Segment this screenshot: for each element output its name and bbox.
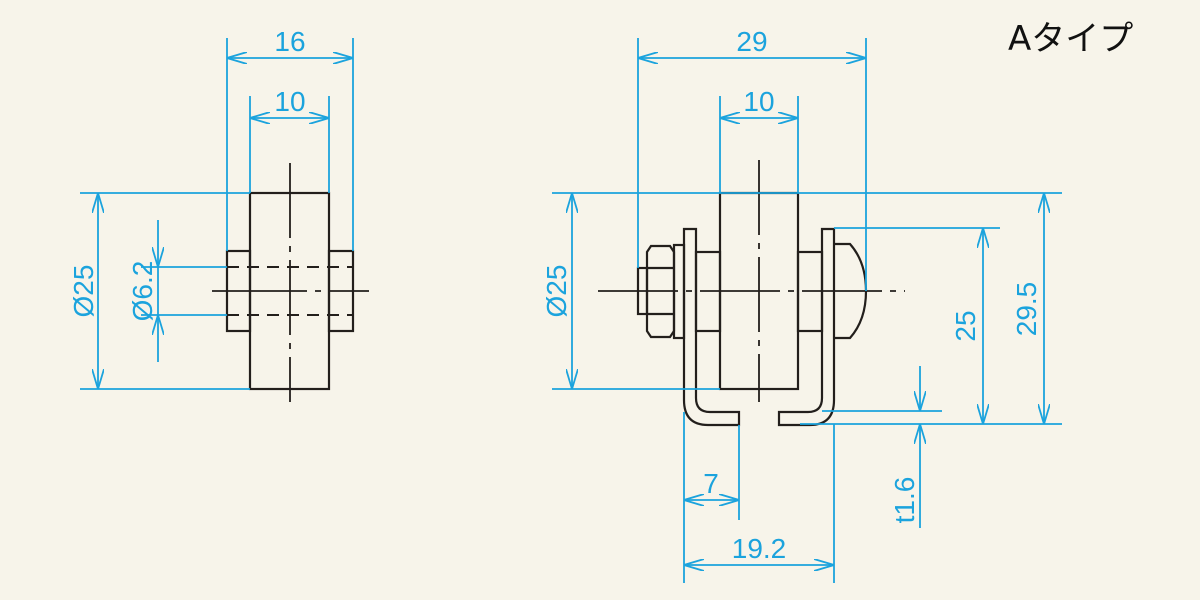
dim-label-16: 16 [274, 26, 305, 57]
front-view: 29 10 Ø25 25 29.5 t1.6 7 19.2 [541, 26, 1062, 583]
dim-label-7: 7 [703, 468, 719, 499]
dim-label-29-5: 29.5 [1011, 282, 1042, 337]
side-view: 16 10 Ø25 Ø6.2 [68, 26, 369, 402]
dim-label-d25: Ø25 [541, 265, 572, 318]
dim-label-29: 29 [736, 26, 767, 57]
dim-label-d6-2: Ø6.2 [127, 261, 158, 322]
type-title: Aタイプ [1008, 19, 1133, 59]
dim-label-25: 25 [950, 310, 981, 341]
dim-label-10: 10 [274, 86, 305, 117]
bracket-right [777, 227, 836, 427]
dim-label-t1-6: t1.6 [889, 477, 920, 524]
bracket-left [682, 227, 741, 427]
dim-label-10: 10 [743, 86, 774, 117]
dim-label-19-2: 19.2 [732, 533, 787, 564]
dim-label-d25: Ø25 [68, 265, 99, 318]
